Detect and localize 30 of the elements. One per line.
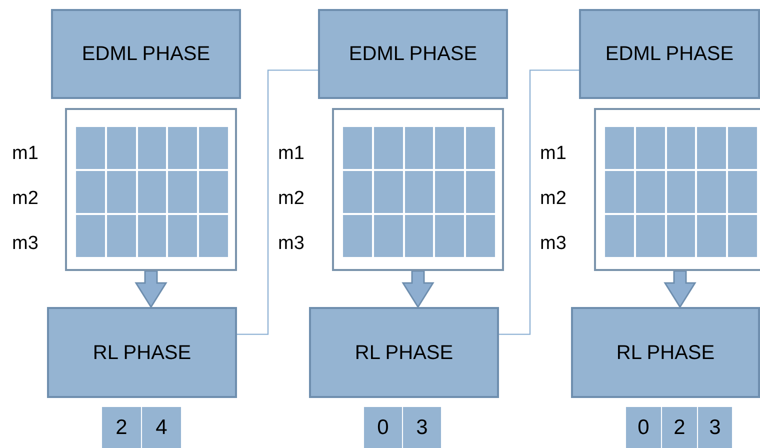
row-label: m1	[278, 142, 304, 166]
row-label: m1	[12, 142, 38, 166]
phase-box: EDML PHASE	[51, 9, 241, 99]
result-cell: 0	[364, 407, 402, 448]
phase-box: RL PHASE	[571, 307, 760, 398]
result-cell: 4	[142, 407, 181, 448]
result-cell: 2	[662, 407, 697, 448]
row-label: m2	[278, 187, 304, 211]
phase-box: EDML PHASE	[318, 9, 508, 99]
block-arrow	[134, 270, 168, 308]
matrix-box	[332, 108, 504, 271]
block-arrow	[402, 270, 434, 308]
phase-box: EDML PHASE	[579, 9, 760, 99]
row-label: m2	[12, 187, 38, 211]
row-label: m3	[12, 232, 38, 256]
connector-line	[499, 70, 579, 335]
matrix-box	[594, 108, 760, 271]
matrix-box	[65, 108, 237, 271]
result-cell: 3	[403, 407, 441, 448]
result-cell: 2	[102, 407, 141, 448]
result-cell: 0	[626, 407, 661, 448]
row-label: m1	[540, 142, 566, 166]
phase-box: RL PHASE	[47, 307, 237, 398]
connector-line	[237, 70, 318, 335]
block-arrow	[664, 270, 696, 308]
result-cell: 3	[698, 407, 732, 448]
row-label: m3	[540, 232, 566, 256]
phase-box: RL PHASE	[309, 307, 499, 398]
row-label: m3	[278, 232, 304, 256]
row-label: m2	[540, 187, 566, 211]
